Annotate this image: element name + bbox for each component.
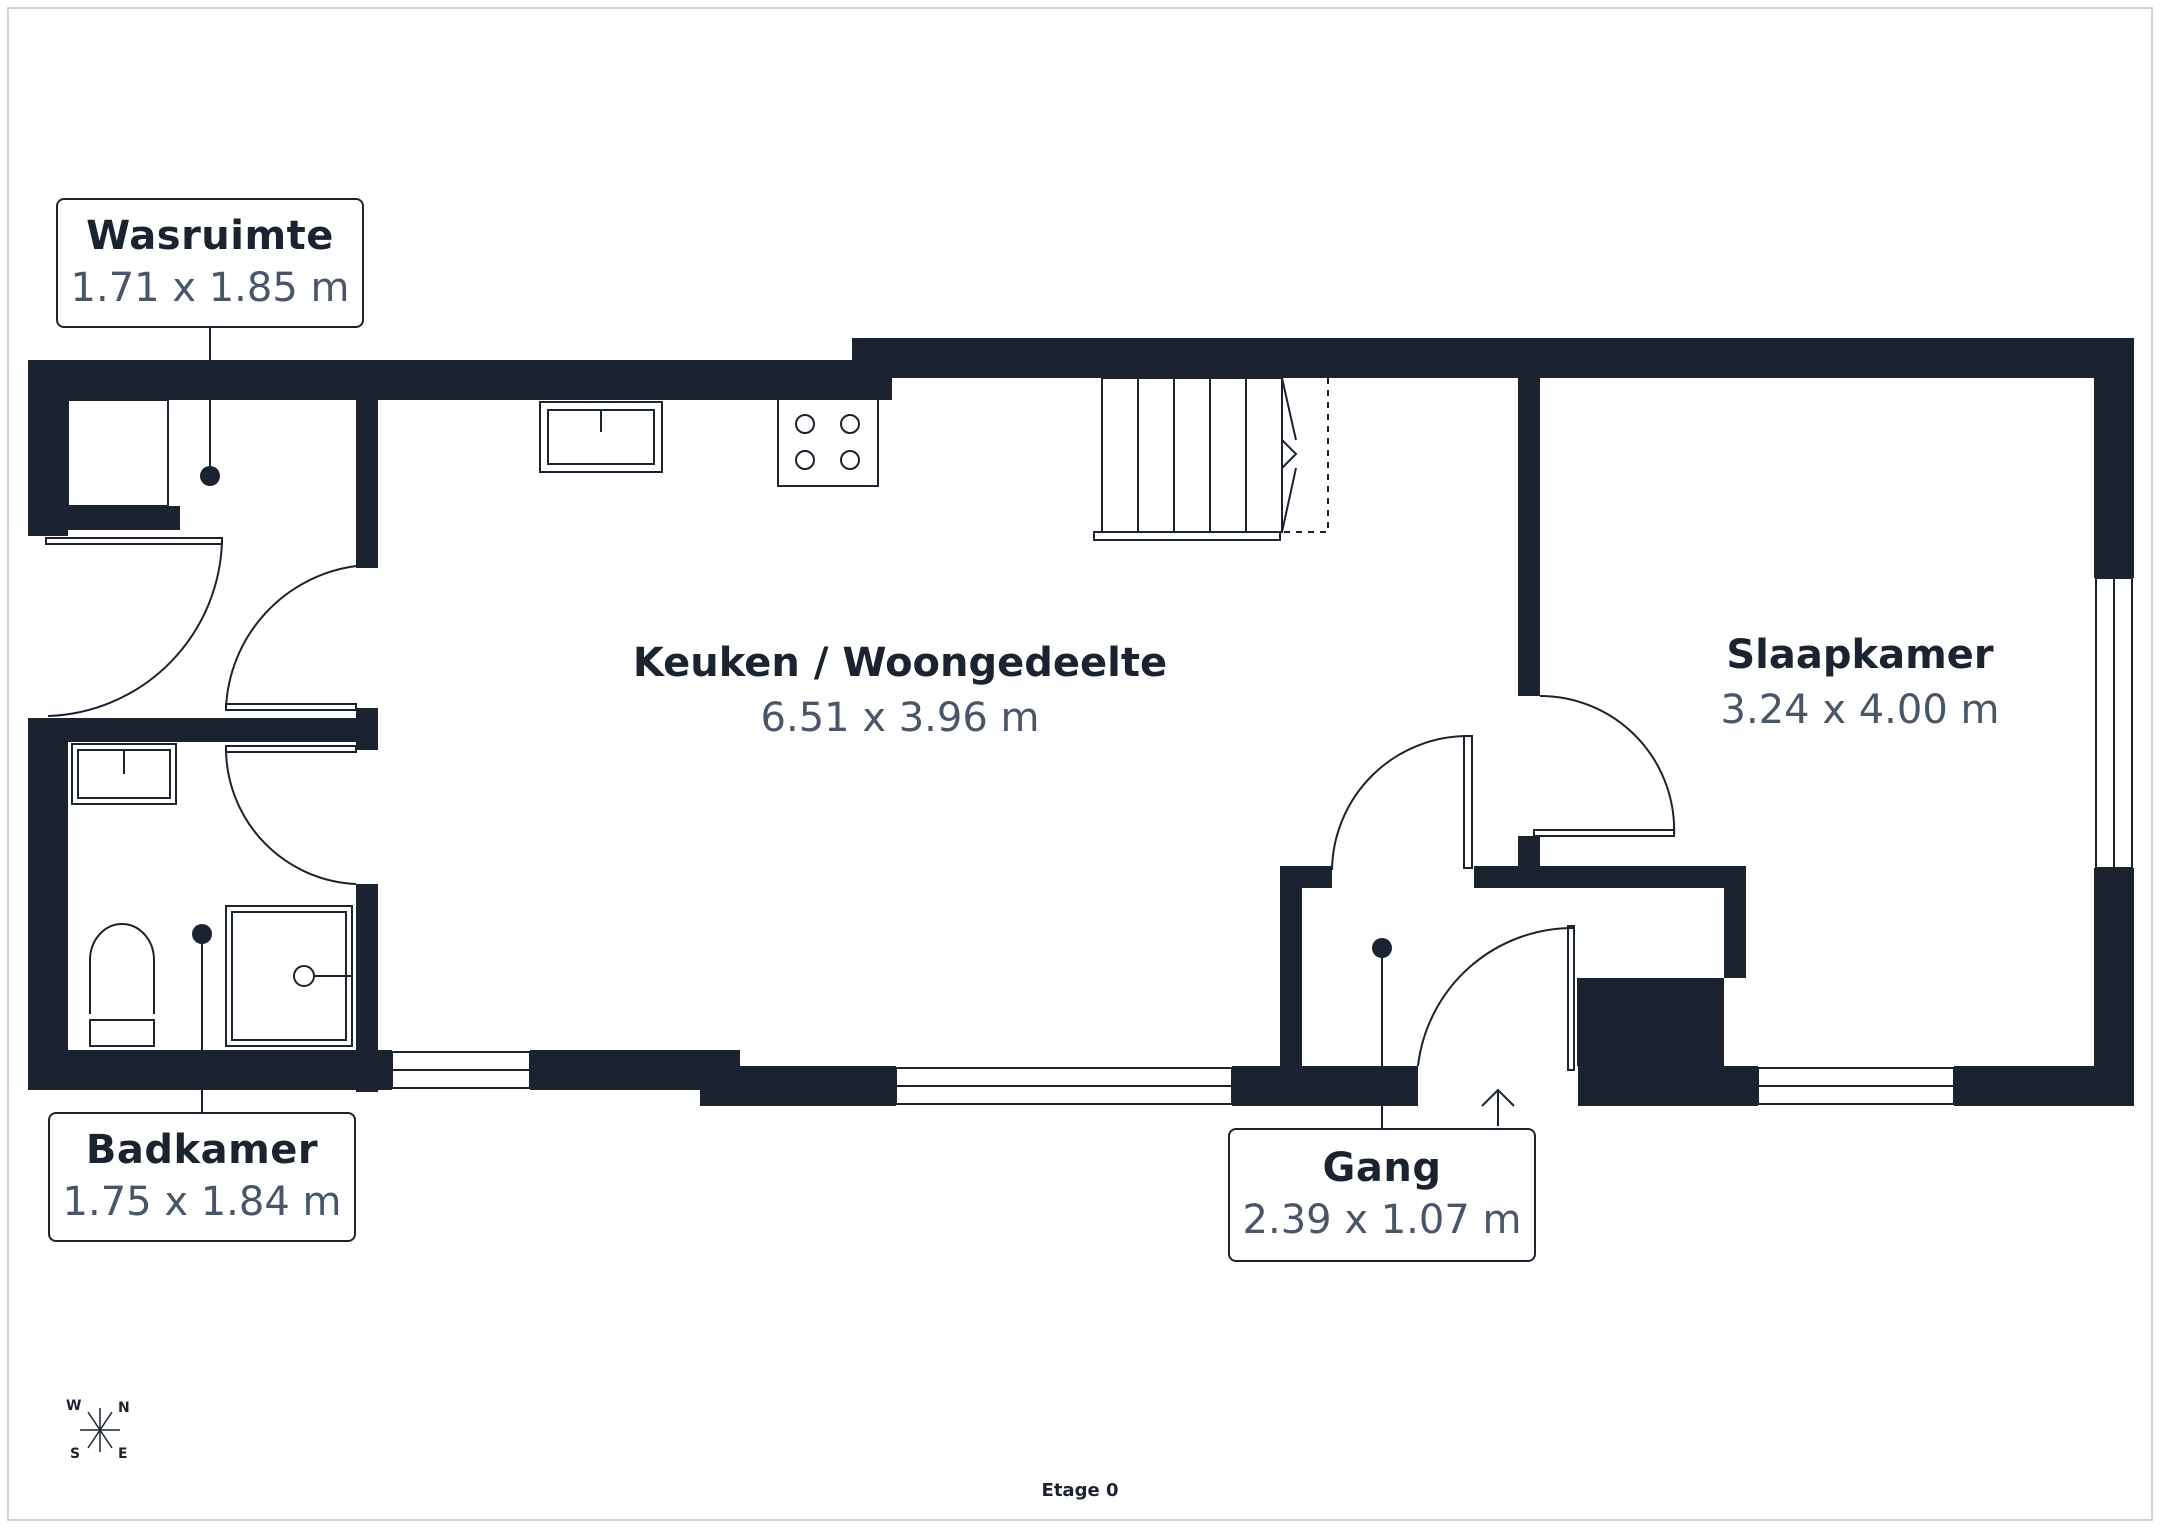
- door-slaapkamer-leaf: [1533, 829, 1675, 837]
- stove: [777, 397, 879, 487]
- kitchen-sink: [539, 401, 663, 473]
- wall-bottom-right-b: [1954, 1066, 2134, 1106]
- fixtures: [67, 377, 1579, 1066]
- wall-top-left: [28, 360, 892, 400]
- wall-bottom-mid-c: [1232, 1066, 1418, 1106]
- room-label-slaapkamer: Slaapkamer 3.24 x 4.00 m: [1680, 628, 2040, 738]
- room-name: Keuken / Woongedeelte: [632, 640, 1168, 686]
- floor-label: Etage 0: [1041, 1480, 1119, 1501]
- wall-gang-left: [1280, 866, 1302, 1066]
- door-wasruimte-keuken-swing: [225, 565, 357, 709]
- door-wasruimte-leaf: [45, 537, 223, 545]
- door-entrance-leaf: [1567, 925, 1575, 1071]
- wall-bottom-mid-b: [700, 1066, 896, 1106]
- wall-right-upper: [2094, 338, 2134, 578]
- entrance-arrow-icon: [1481, 1088, 1515, 1126]
- room-dimensions: 2.39 x 1.07 m: [1242, 1197, 1522, 1243]
- stairs: [1093, 377, 1298, 541]
- marker-gang: [1372, 938, 1392, 958]
- compass-icon: [80, 1408, 120, 1452]
- room-label-gang: Gang 2.39 x 1.07 m: [1228, 1128, 1536, 1262]
- room-label-keuken: Keuken / Woongedeelte 6.51 x 3.96 m: [560, 636, 1240, 746]
- wall-left-lower: [28, 718, 68, 1090]
- wasruimte-cabinet: [67, 399, 169, 507]
- wall-stub: [356, 708, 378, 750]
- windows: [391, 577, 2133, 1105]
- room-label-wasruimte: Wasruimte 1.71 x 1.85 m: [56, 198, 364, 328]
- marker-badkamer: [192, 924, 212, 944]
- wall-wasruimte-keuken: [356, 400, 378, 568]
- room-name: Slaapkamer: [1726, 632, 1994, 678]
- room-dimensions: 1.71 x 1.85 m: [70, 265, 350, 311]
- compass-south: S: [70, 1446, 81, 1462]
- compass-east: E: [118, 1446, 128, 1462]
- page-border: [7, 7, 2153, 1521]
- wall-wasruimte-shelf: [68, 506, 180, 530]
- room-name: Wasruimte: [86, 213, 334, 259]
- door-badkamer-swing: [224, 747, 357, 885]
- wall-top-right: [852, 338, 2134, 378]
- compass-north: N: [118, 1400, 130, 1416]
- wall-left-upper: [28, 360, 68, 536]
- door-badkamer-leaf: [225, 745, 357, 753]
- door-wasruimte-keuken-leaf: [225, 703, 357, 711]
- closet-block: [1578, 978, 1724, 1106]
- wall-gang-top-right: [1474, 866, 1746, 888]
- walls: [28, 338, 2134, 1106]
- wall-badkamer-keuken: [356, 884, 378, 1092]
- door-wasruimte-swing: [47, 539, 223, 717]
- doors: [45, 537, 1676, 1071]
- room-name: Gang: [1322, 1145, 1442, 1191]
- stairs-dashed: [1282, 378, 1329, 533]
- wall-gang-top-left: [1280, 866, 1332, 888]
- wall-slaapkamer-left: [1518, 378, 1540, 696]
- door-gang-leaf: [1463, 735, 1473, 869]
- door-slaapkamer-swing: [1539, 694, 1676, 837]
- room-dimensions: 6.51 x 3.96 m: [760, 695, 1040, 741]
- room-dimensions: 1.75 x 1.84 m: [62, 1179, 342, 1225]
- compass-west: W: [66, 1398, 82, 1414]
- wall-gang-right: [1724, 866, 1746, 978]
- door-gang-swing: [1331, 735, 1469, 871]
- wall-slaapkamer-stub: [1518, 836, 1540, 886]
- leader-lines: [201, 328, 1383, 1128]
- room-markers: [192, 466, 1392, 958]
- marker-wasruimte: [200, 466, 220, 486]
- room-dimensions: 3.24 x 4.00 m: [1720, 687, 2000, 733]
- room-label-badkamer: Badkamer 1.75 x 1.84 m: [48, 1112, 356, 1242]
- wall-wasruimte-badkamer: [28, 718, 378, 742]
- room-name: Badkamer: [85, 1127, 319, 1173]
- door-entrance-swing: [1417, 926, 1575, 1067]
- wall-bottom-left: [28, 1050, 392, 1090]
- toilet: [89, 923, 155, 1014]
- bathroom-sink: [71, 743, 177, 805]
